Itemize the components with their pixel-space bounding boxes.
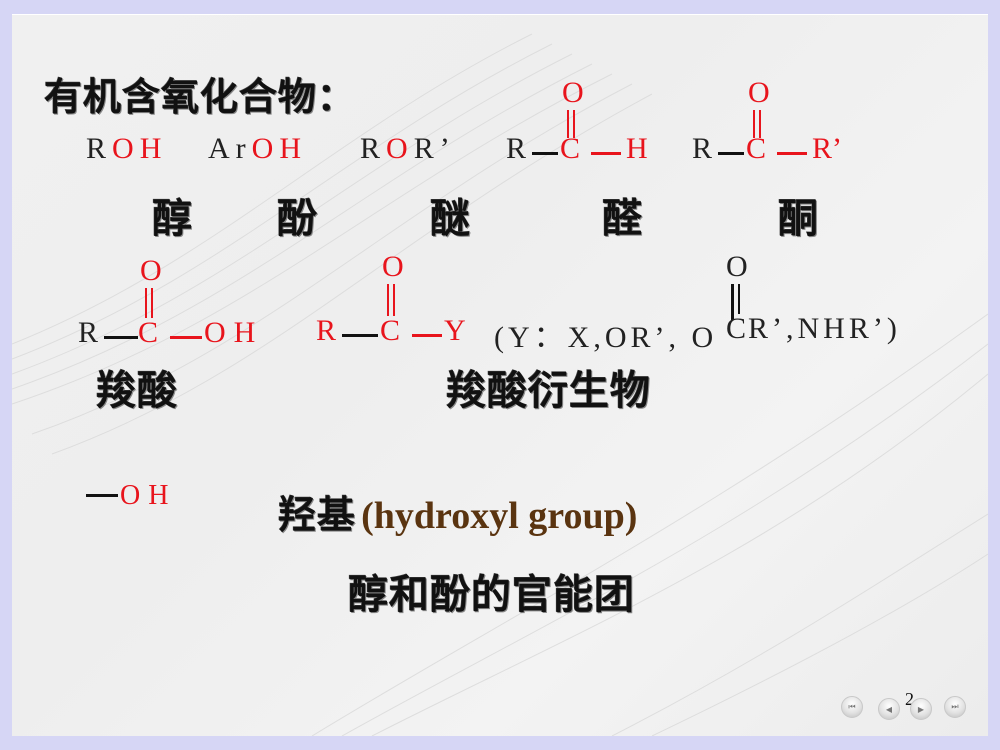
ketone-label: 酮 [778,196,819,242]
hydroxyl-description: 醇和酚的官能团 [348,572,635,618]
single-bond [412,334,442,337]
skip-back-icon: ⏮ [848,702,856,711]
single-bond [532,152,558,155]
single-bond [342,334,378,337]
last-slide-button[interactable]: ⏭ [944,696,966,718]
single-bond [718,152,744,155]
acid-derivative-structure: O R C Y [316,250,466,347]
double-bond-line-2 [759,110,761,138]
ketone-structure: O R C R’ [692,76,842,165]
aldehyde-structure: O R C H [506,76,648,165]
phenol-formula: ArOH [208,132,307,165]
skip-forward-icon: ⏭ [951,702,959,711]
single-bond [591,152,621,155]
single-bond [86,494,118,497]
hydroxyl-cn-label: 羟基 [278,493,357,537]
double-bond-line-1 [731,284,734,320]
hydroxyl-formula: OH [86,480,206,520]
single-bond [170,336,202,339]
double-bond-line-1 [567,110,569,138]
carboxylic-acid-structure: O R C OH [78,254,264,349]
double-bond-line-1 [145,288,147,318]
ether-formula: ROR’ [360,132,456,165]
alcohol-formula: ROH [86,132,168,165]
hydroxyl-label: 羟基 (hydroxyl group) [278,484,637,539]
triangle-right-icon: ▶ [917,704,925,714]
triangle-left-icon: ◀ [885,704,893,714]
double-bond-line-2 [573,110,575,138]
aldehyde-label: 醛 [602,196,643,242]
double-bond-line-1 [387,284,389,316]
single-bond [777,152,807,155]
alcohol-label: 醇 [152,196,193,242]
slide: 有机含氧化合物： ROH ArOH ROR’ O R C H O R C R’ … [12,14,988,736]
double-bond-line-2 [151,288,153,318]
hydroxyl-en-label: (hydroxyl group) [361,495,638,537]
acid-derivative-label: 羧酸衍生物 [446,368,651,414]
double-bond-line-1 [753,110,755,138]
double-bond-line-2 [738,284,740,314]
carboxylic-acid-label: 羧酸 [96,368,178,414]
page-number: 2 [905,689,914,709]
ether-label: 醚 [430,196,471,242]
phenol-label: 酚 [277,196,318,242]
single-bond [104,336,138,339]
first-slide-button[interactable]: ⏮ [841,696,863,718]
double-bond-line-2 [393,284,395,316]
previous-slide-button[interactable]: ◀ [878,698,900,720]
y-substituent-note: (Y：X,OR’, O O C R’,NHR’) [494,250,901,354]
slide-title: 有机含氧化合物： [44,75,357,119]
next-slide-button[interactable]: ▶ [910,698,932,720]
